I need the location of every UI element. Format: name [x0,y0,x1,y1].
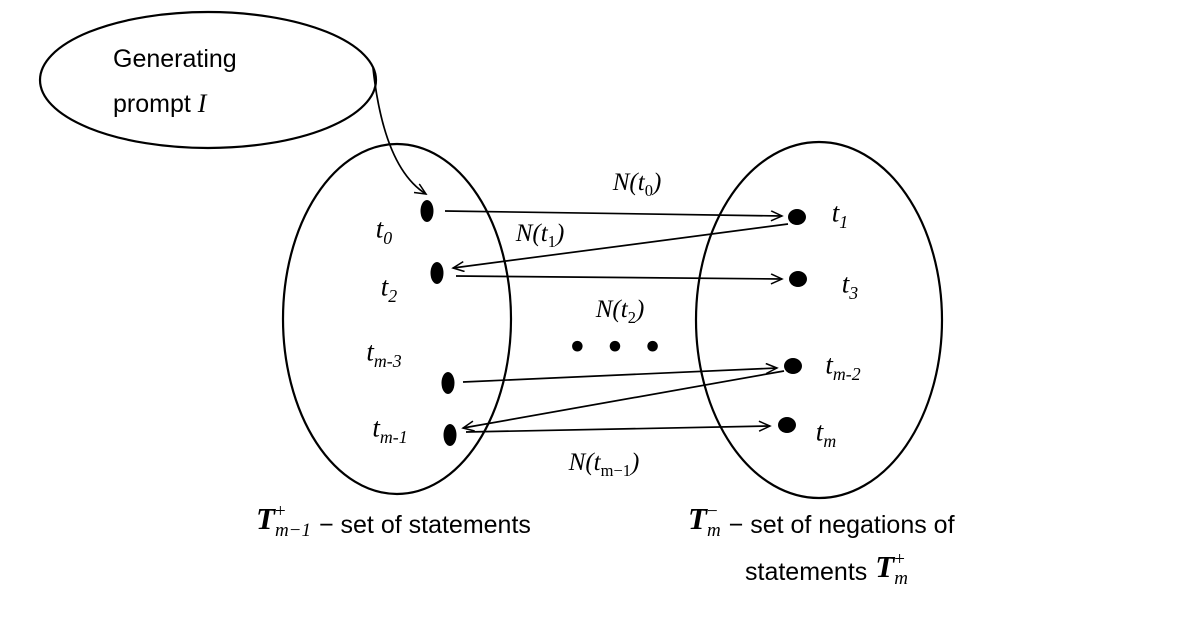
left-set-ellipse [281,142,513,496]
right-set-symbol: T [688,501,707,536]
arrow-prompt-to-t0 [372,67,426,194]
generator-ellipse [38,10,378,150]
dot-tm [778,417,796,433]
dot-tm1 [443,424,457,446]
node-label-tm1: tm-1 [372,412,408,447]
node-label-t3: t3 [841,268,859,303]
right-set-symbol2: T [875,549,895,584]
dot-t3 [789,271,807,287]
generator-label: Generating prompt I [113,37,237,127]
generator-label-line2: prompt I [113,89,207,118]
dot-tm3 [441,372,455,394]
node-label-t1: t1 [831,197,849,232]
edge-label-n-tm1: N(tm−1) [568,449,640,480]
node-label-t2: t2 [380,271,398,306]
right-set-caption-line2: statements T+m [745,549,908,589]
arrow-tm2-to-tm1 [463,370,785,428]
generator-label-line1: Generating [113,45,237,73]
edge-label-n-t2: N(t2) [595,296,645,327]
node-label-tm: tm [815,416,837,451]
dot-t0 [420,200,434,222]
prompt-variable: I [197,89,207,118]
node-label-tm2: tm-2 [825,349,861,384]
dot-t2 [430,262,444,284]
node-label-tm3: tm-3 [366,336,402,371]
dot-t1 [788,209,806,225]
arrow-tm3-to-tm2 [462,368,777,383]
arrow-t0-to-t1 [444,210,782,216]
edge-label-n-t0: N(t0) [612,169,662,200]
right-set-caption-text: − set of negations of [728,511,955,539]
right-set-caption-line1: T−m− set of negations of [688,501,955,541]
node-label-t0: t0 [375,213,393,248]
left-set-caption-text: − set of statements [318,511,531,539]
arrow-t2-to-t3 [455,276,782,279]
edge-label-n-t1: N(t1) [515,220,565,251]
arrow-t1-to-t2 [453,223,789,268]
ellipsis-dots: • • • [567,330,667,366]
dot-tm2 [784,358,802,374]
right-set-ellipse [694,140,944,500]
left-set-caption: T+m−1− set of statements [256,501,531,541]
right-set-caption-text2: statements [745,558,868,586]
left-set-symbol: T [256,501,275,536]
arrow-tm1-to-tm [465,426,770,433]
